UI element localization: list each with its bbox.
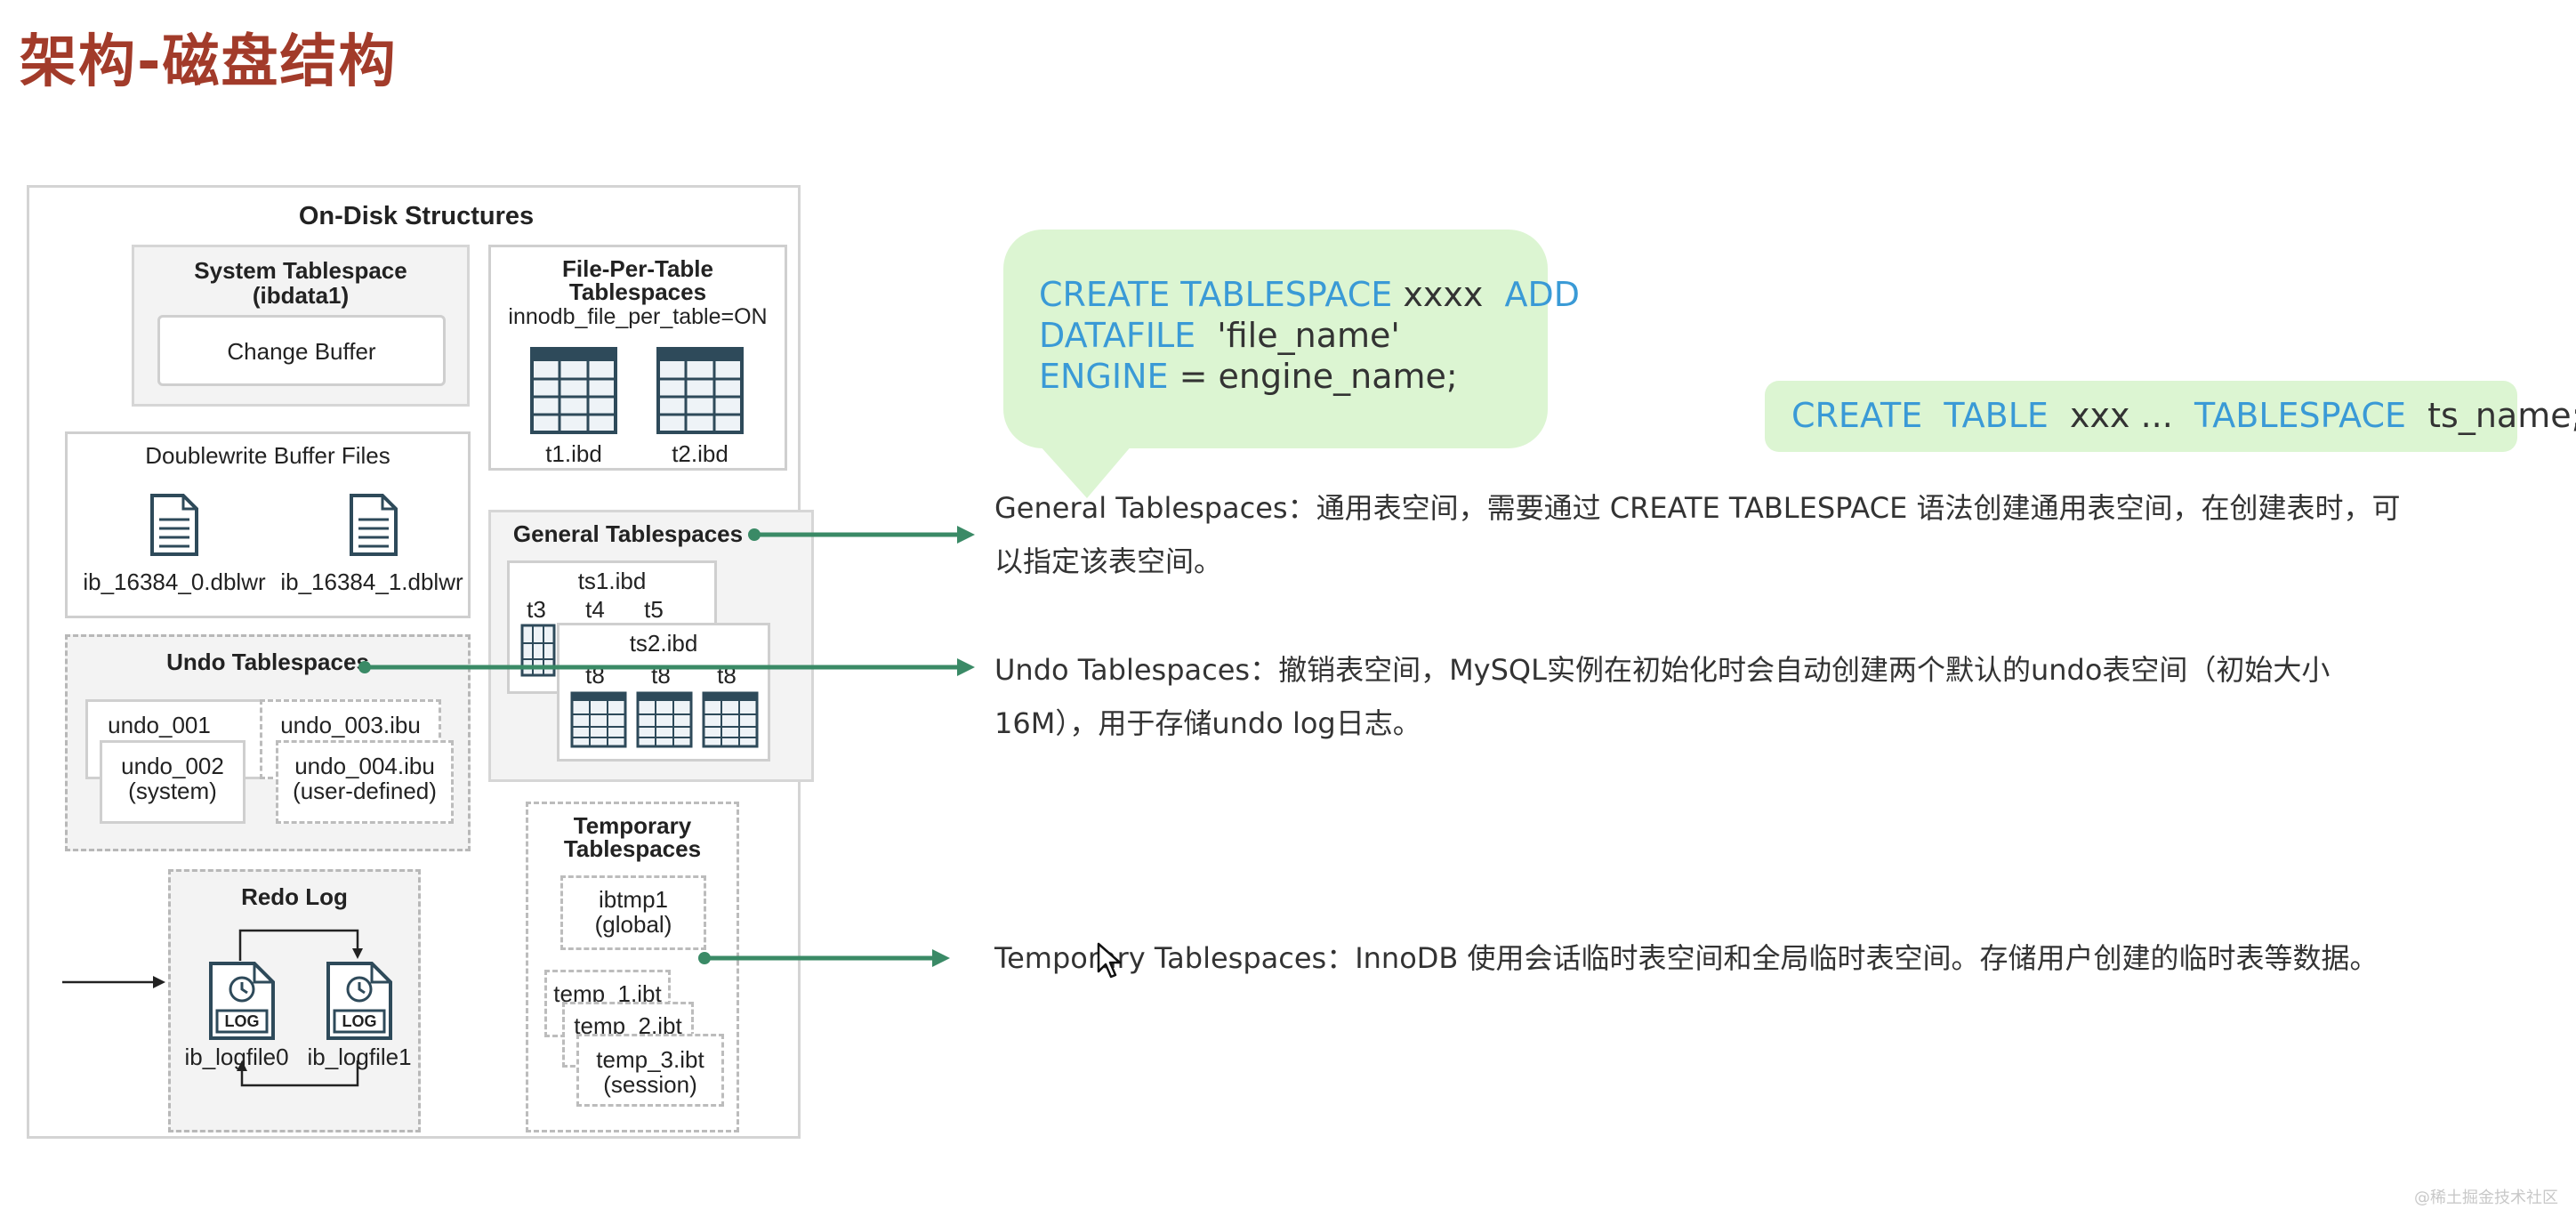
temporary-tablespaces-box: Temporary Tablespaces ibtmp1 (global) te…: [526, 802, 739, 1132]
ts2-file: ts2.ibd: [629, 630, 698, 657]
change-buffer-box: Change Buffer: [157, 315, 446, 386]
undo-tablespaces-title: Undo Tablespaces: [166, 649, 369, 675]
mouse-cursor-icon: [1097, 942, 1122, 979]
system-tablespace-subtitle: (ibdata1): [252, 282, 350, 309]
dblwr-file-0: ib_16384_0.dblwr: [83, 568, 266, 595]
table-icon: [636, 691, 693, 748]
doublewrite-box: Doublewrite Buffer Files ib_16384_0.dblw…: [65, 431, 471, 618]
redo-input-arrow: [62, 976, 165, 988]
ts1-table-t3: t3: [527, 596, 546, 623]
temp-3-note: (session): [603, 1071, 697, 1098]
ts2-box: ts2.ibd t8 t8 t8: [557, 623, 770, 762]
log-icon-text: LOG: [342, 1012, 377, 1030]
general-tablespaces-box: General Tablespaces ts1.ibd t3 t4 t5 ts2…: [488, 510, 814, 782]
undo-desc-line1: Undo Tablespaces：撤销表空间，MySQL实例在初始化时会自动创建…: [994, 653, 2330, 687]
on-disk-structures-panel: On-Disk Structures System Tablespace (ib…: [27, 185, 814, 1139]
logfile-0: ib_logfile0: [184, 1044, 289, 1070]
log-icon-text: LOG: [224, 1012, 260, 1030]
file-t2: t2.ibd: [672, 440, 729, 467]
file-t1: t1.ibd: [545, 440, 602, 467]
file-per-table-box: File-Per-Table Tablespaces innodb_file_p…: [488, 245, 787, 471]
panel-heading: On-Disk Structures: [298, 202, 535, 230]
change-buffer-label: Change Buffer: [227, 338, 376, 365]
undo-004-box: undo_004.ibu (user-defined): [276, 740, 454, 824]
undo-001-file: undo_001: [108, 712, 211, 738]
log-file-icon: [209, 962, 275, 1040]
system-tablespace-title: System Tablespace: [194, 257, 407, 284]
temporary-desc: Temporary Tablespaces：InnoDB 使用会话临时表空间和全…: [994, 941, 2379, 975]
ts1-file: ts1.ibd: [577, 568, 647, 594]
redo-log-cycle-arrows: [237, 929, 363, 1087]
temporary-subtitle: Tablespaces: [563, 835, 702, 862]
temp-3-box: temp_3.ibt (session): [576, 1034, 724, 1107]
document-icon: [150, 494, 198, 556]
create-table-bubble: [1765, 381, 2517, 452]
undo-004-note: (user-defined): [293, 778, 437, 804]
create-table-statement: CREATE TABLE xxx ... TABLESPACE ts_name;: [1791, 396, 2576, 435]
system-tablespace-box: System Tablespace (ibdata1) Change Buffe…: [132, 245, 470, 407]
undo-tablespaces-box: Undo Tablespaces undo_001 undo_002 (syst…: [65, 634, 471, 851]
table-icon: [570, 691, 627, 748]
general-tablespaces-title: General Tablespaces: [512, 520, 744, 547]
file-per-table-title: File-Per-Table: [561, 255, 713, 282]
table-icon: [702, 691, 759, 748]
watermark: @稀土掘金技术社区: [2414, 1189, 2558, 1207]
create-tablespace-line3: ENGINE = engine_name;: [1039, 357, 1458, 396]
create-tablespace-line2: DATAFILE 'file_name': [1039, 316, 1400, 355]
undo-002-note: (system): [128, 778, 217, 804]
bubble-tail: [1023, 427, 1147, 498]
general-desc-line2: 以指定该表空间。: [994, 544, 1223, 578]
table-icon: [656, 347, 744, 434]
undo-002-box: undo_002 (system): [100, 740, 246, 824]
redo-log-box: Redo Log LOG LOG ib_logfile0 ib_logfile1: [168, 869, 421, 1132]
create-tablespace-line1: CREATE TABLESPACE xxxx ADD: [1039, 275, 1581, 314]
undo-003-file: undo_003.ibu: [280, 712, 421, 738]
temporary-title: Temporary: [573, 812, 692, 839]
doublewrite-title: Doublewrite Buffer Files: [145, 442, 390, 469]
create-tablespace-bubble: [1003, 230, 1548, 448]
temp-3-file: temp_3.ibt: [596, 1046, 704, 1073]
ibtmp1-box: ibtmp1 (global): [560, 875, 706, 950]
redo-log-title: Redo Log: [241, 883, 348, 910]
page-title: 架构-磁盘结构: [20, 29, 398, 95]
ibtmp1-note: (global): [594, 911, 672, 938]
table-icon: [530, 347, 617, 434]
file-per-table-setting: innodb_file_per_table=ON: [508, 304, 768, 329]
undo-desc-line2: 16M），用于存储undo log日志。: [994, 706, 1421, 740]
ts1-table-t5: t5: [644, 596, 664, 623]
undo-002-file: undo_002: [121, 753, 224, 779]
ts1-table-t4: t4: [585, 596, 605, 623]
file-per-table-subtitle: Tablespaces: [568, 278, 707, 305]
general-desc-line1: General Tablespaces：通用表空间，需要通过 CREATE TA…: [994, 491, 2401, 525]
ibtmp1-file: ibtmp1: [598, 886, 669, 913]
log-file-icon: [326, 962, 392, 1040]
document-icon: [350, 494, 398, 556]
undo-004-file: undo_004.ibu: [294, 753, 435, 779]
dblwr-file-1: ib_16384_1.dblwr: [280, 568, 463, 595]
logfile-1: ib_logfile1: [307, 1044, 412, 1070]
